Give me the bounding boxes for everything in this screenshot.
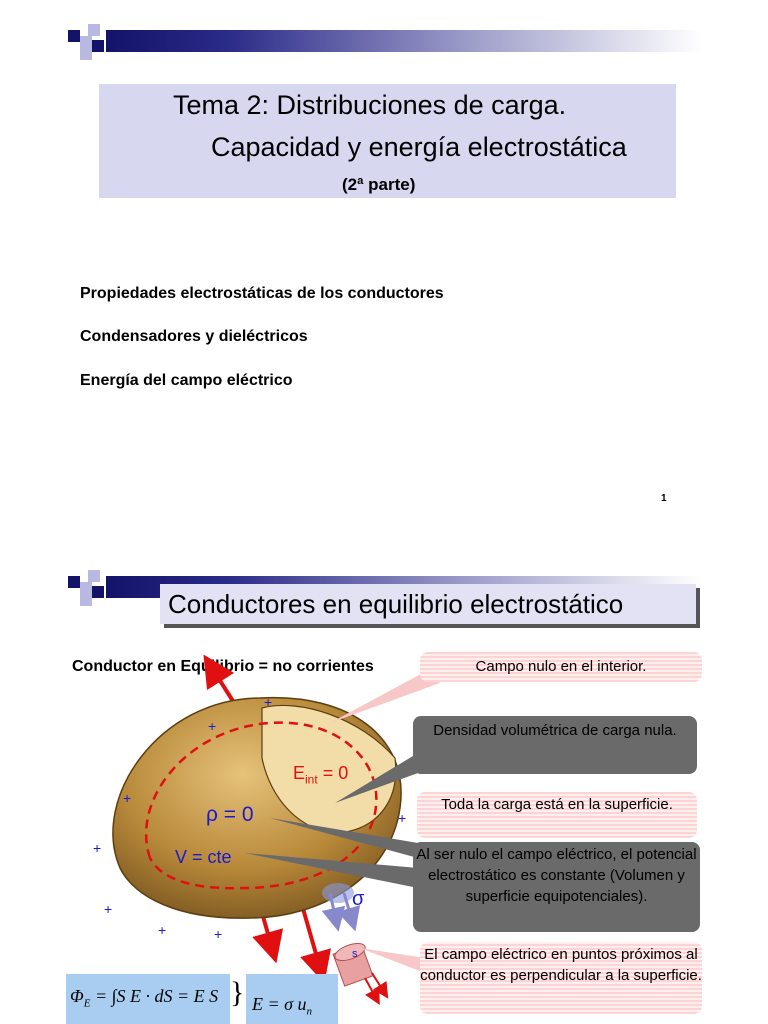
plus-charge: +: [208, 718, 217, 734]
header-decoration: [62, 22, 702, 60]
topic-1: Propiedades electrostáticas de los condu…: [80, 285, 444, 302]
pillbox-cylinder: [332, 942, 389, 1006]
conductor-diagram: [112, 654, 440, 1006]
callout-perpendicular: El campo eléctrico en puntos próximos al…: [420, 942, 702, 1014]
plus-charge: +: [398, 810, 407, 826]
slide-2-title-box: Conductores en equilibrio electrostático: [160, 584, 696, 624]
formula-box-left: [66, 974, 230, 1024]
callout-campo-nulo: Campo nulo en el interior.: [420, 652, 702, 682]
formula-field: E = σ un: [252, 994, 313, 1018]
slide-2: Conductores en equilibrio electrostático…: [0, 548, 768, 1024]
plus-charge: +: [158, 922, 167, 938]
e-int-label: Eint = 0: [293, 763, 349, 787]
title-line-1: Tema 2: Distribuciones de carga.: [173, 90, 567, 120]
topic-3: Energía del campo eléctrico: [80, 372, 293, 389]
slide-1: Tema 2: Distribuciones de carga. Capacid…: [62, 22, 702, 504]
rho-label: ρ = 0: [206, 803, 254, 826]
area-label: s: [352, 948, 358, 960]
plus-charge: +: [264, 694, 273, 710]
conductor-cutaway: [261, 704, 397, 834]
sigma-label: σ: [352, 888, 365, 910]
slide-2-title: Conductores en equilibrio electrostático: [168, 589, 624, 619]
formula-gauss: ΦE = ∫S E · dS = E S: [70, 986, 219, 1010]
title-box: Tema 2: Distribuciones de carga. Capacid…: [99, 84, 676, 198]
title-line-2: Capacidad y energía electrostática: [211, 132, 627, 162]
page-number: 1: [661, 493, 667, 504]
callout-potencial: Al ser nulo el campo eléctrico, el poten…: [413, 842, 700, 932]
gaussian-surface: [144, 721, 378, 890]
plus-charge: +: [214, 926, 223, 942]
callout-carga-superficie: Toda la carga está en la superficie.: [417, 792, 697, 838]
callout-densidad: Densidad volumétrica de carga nula.: [413, 716, 697, 774]
plus-charge: +: [123, 790, 132, 806]
topic-2: Condensadores y dieléctricos: [80, 328, 308, 345]
formula-box-right: [246, 974, 338, 1024]
surface-element: [322, 883, 354, 903]
title-line-3: (2ª parte): [342, 175, 416, 194]
plus-charge: +: [104, 901, 113, 917]
plus-charge: +: [93, 840, 102, 856]
potential-label: V = cte: [175, 847, 232, 867]
